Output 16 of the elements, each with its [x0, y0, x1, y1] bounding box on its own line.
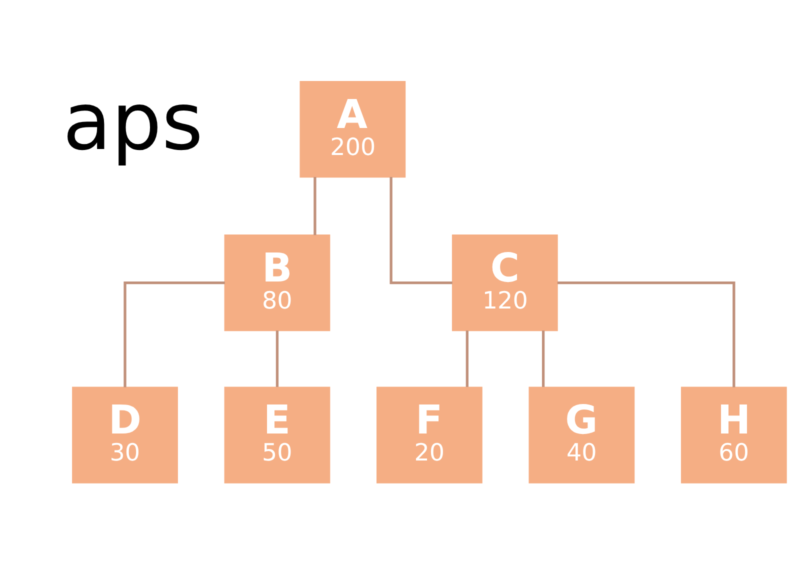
connector — [542, 330, 545, 386]
connector — [314, 176, 316, 235]
label: aps — [62, 74, 204, 168]
node-box: B 80 — [224, 234, 330, 331]
connector — [276, 330, 279, 386]
node-box: D 30 — [72, 386, 178, 483]
node-box: H 60 — [680, 386, 787, 483]
connector — [557, 281, 736, 387]
node-box: G 40 — [528, 386, 635, 483]
node-box: F 20 — [376, 386, 482, 483]
connector — [390, 176, 452, 284]
node-box: A 200 — [300, 80, 406, 178]
node-box: E 50 — [224, 386, 330, 483]
connector — [124, 281, 225, 387]
node-box: C 120 — [452, 234, 558, 331]
connector — [466, 330, 468, 386]
